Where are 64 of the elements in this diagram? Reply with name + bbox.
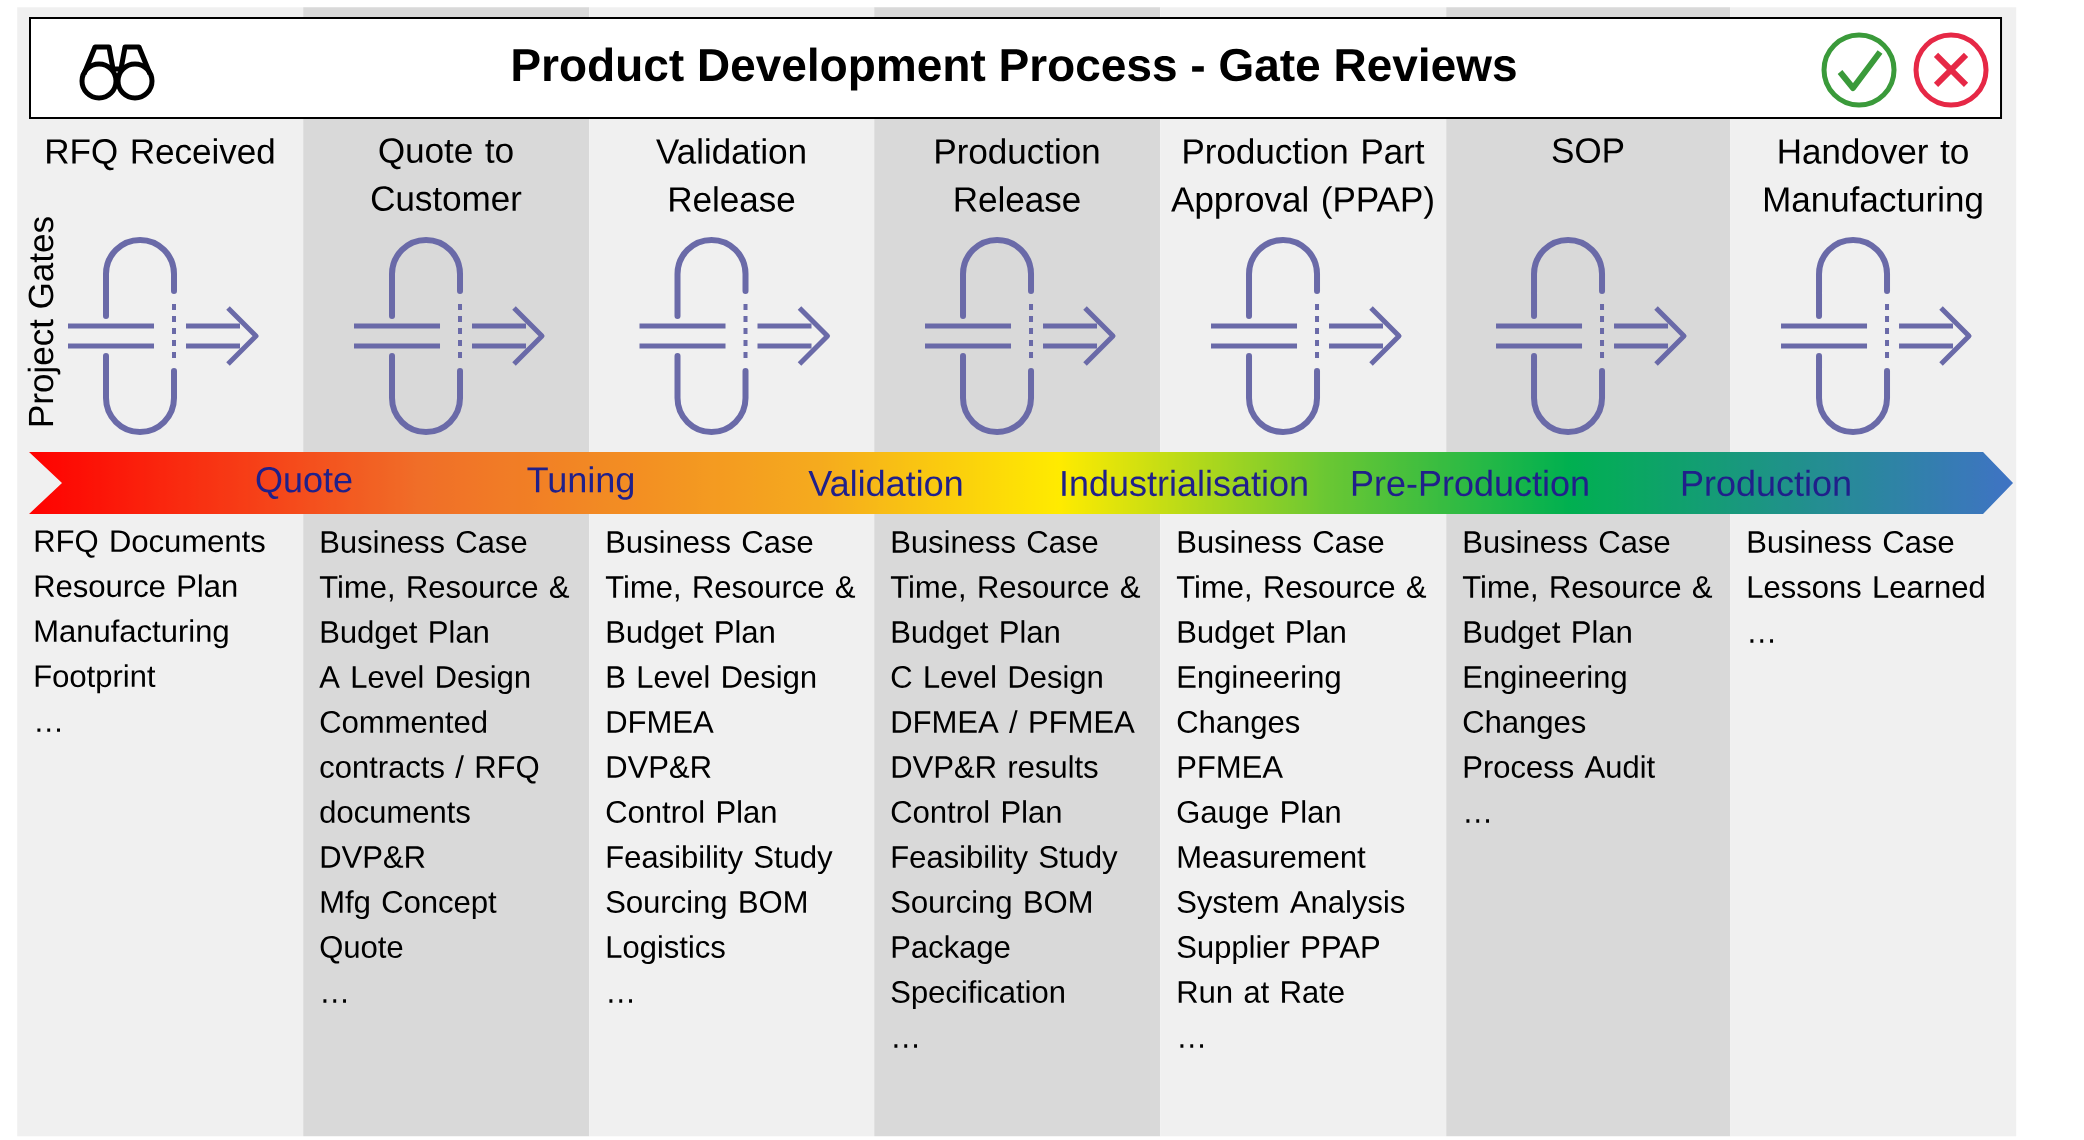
deliverable-item: Package Specification xyxy=(891,935,1064,1010)
deliverable-item: Resource Plan xyxy=(35,574,237,598)
deliverable-item: Supplier PPAP xyxy=(1177,935,1380,965)
deliverable-item: DVP&R results xyxy=(892,755,1098,778)
deliverable-item: … xyxy=(323,999,346,1003)
deliverable-item: PFMEA xyxy=(1178,756,1283,778)
title-bar: Product Development Process - Gate Reviews xyxy=(29,17,2003,119)
phase-label: Pre-Production xyxy=(1352,469,1588,497)
gate-heading: RFQ Received xyxy=(47,138,274,171)
deliverable-item: RFQ Documents xyxy=(35,530,265,558)
deliverable-item: Time, Resource & Budget Plan xyxy=(890,575,1141,650)
deliverable-item: Time, Resource & Budget Plan xyxy=(319,575,570,650)
deliverable-item: DFMEA / PFMEA xyxy=(892,710,1135,733)
deliverable-item: Gauge Plan xyxy=(1177,800,1340,830)
deliverable-item: Business Case xyxy=(321,530,527,553)
deliverable-item: Run at Rate xyxy=(1178,981,1344,1003)
deliverable-item: Measurement System Analysis xyxy=(1177,846,1405,920)
axis-label: Project Gates xyxy=(27,217,61,426)
deliverable-item: … xyxy=(1750,639,1774,643)
phase-label: Industrialisation xyxy=(1062,469,1307,497)
deliverable-item: Sourcing BOM xyxy=(606,890,806,920)
deliverable-item: Control Plan xyxy=(891,800,1061,823)
deliverable-item: Time, Resource & Budget Plan xyxy=(1176,575,1427,650)
deliverable-item: … xyxy=(609,999,632,1003)
deliverable-item: Control Plan xyxy=(606,800,776,823)
phase-label: Quote xyxy=(256,467,352,499)
gate-heading: SOP xyxy=(1552,138,1624,163)
deliverable-item: Feasibility Study xyxy=(607,845,833,875)
phase-label: Validation xyxy=(808,469,962,497)
deliverable-item: C Level Design xyxy=(891,665,1102,695)
deliverable-item: Feasibility Study xyxy=(892,845,1118,875)
deliverable-item: Business Case xyxy=(1748,530,1954,553)
deliverable-item: … xyxy=(1180,1044,1203,1048)
phase-label: Production xyxy=(1682,469,1850,497)
deliverable-item: Business Case xyxy=(892,530,1098,553)
deliverable-item: B Level Design xyxy=(607,665,816,695)
deliverable-item: Sourcing BOM xyxy=(891,890,1091,920)
deliverable-item: Process Audit xyxy=(1464,755,1655,778)
deliverable-item: Logistics xyxy=(607,935,725,965)
deliverable-item: Quote xyxy=(320,936,403,964)
gate-heading: Handover to Manufacturing xyxy=(1765,138,1982,219)
phase-label: Tuning xyxy=(527,466,634,500)
deliverable-item: A Level Design xyxy=(319,665,530,695)
gate-heading: Quote to Customer xyxy=(371,138,522,211)
deliverable-item: Lessons Learned xyxy=(1748,575,1984,598)
deliverable-item: DVP&R xyxy=(607,756,711,778)
deliverable-item: Engineering Changes xyxy=(1463,665,1626,740)
deliverable-item: … xyxy=(37,728,60,732)
deliverable-item: Manufacturing Footprint xyxy=(35,619,228,694)
deliverable-item: Engineering Changes xyxy=(1177,665,1340,740)
deliverable-item: DVP&R xyxy=(321,846,425,868)
deliverable-item: Business Case xyxy=(1464,530,1670,553)
gate-heading: Validation Release xyxy=(656,138,805,212)
deliverable-item: DFMEA xyxy=(607,711,714,733)
deliverable-item: Business Case xyxy=(1178,530,1384,553)
deliverable-item: Business Case xyxy=(607,530,813,553)
deliverable-item: Mfg Concept xyxy=(321,890,497,920)
deliverable-item: Time, Resource & Budget Plan xyxy=(1462,575,1713,650)
gate-heading: Production Release xyxy=(936,138,1099,212)
gate-heading: Production Part Approval (PPAP) xyxy=(1171,138,1433,219)
deliverable-item: … xyxy=(894,1044,917,1048)
deliverable-item: Time, Resource & Budget Plan xyxy=(605,575,856,650)
deliverable-item: … xyxy=(1466,819,1489,823)
deliverable-item: Commented contracts / RFQ documents xyxy=(320,710,539,823)
